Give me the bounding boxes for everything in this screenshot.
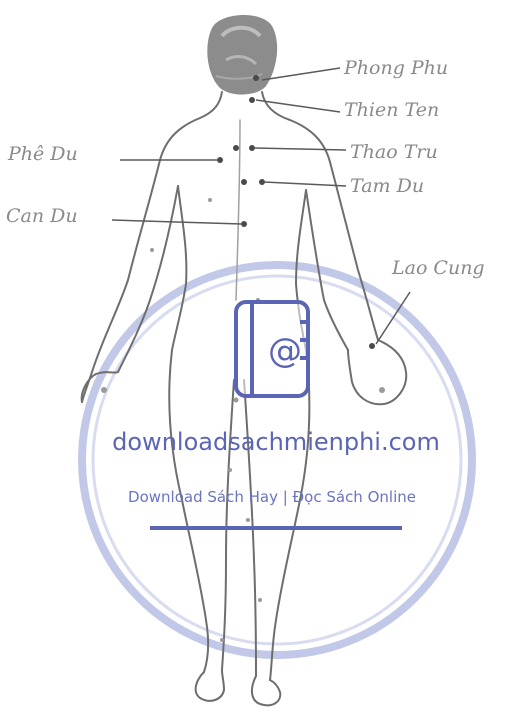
label-thao-tru: Thao Tru — [350, 141, 438, 163]
label-lao-cung: Lao Cung — [391, 257, 485, 279]
label-tam-du: Tam Du — [350, 175, 424, 197]
label-phong-phu: Phong Phu — [343, 57, 448, 79]
point-thien-ten — [249, 97, 255, 103]
watermark-rule — [150, 526, 402, 530]
watermark-tagline: Download Sách Hay | Đọc Sách Online — [128, 488, 416, 506]
label-thien-ten: Thien Ten — [344, 99, 439, 121]
head — [207, 15, 277, 95]
point-tam-du — [241, 179, 247, 185]
watermark-site: downloadsachmienphi.com — [112, 428, 440, 456]
point-thao-tru — [233, 145, 239, 151]
label-can-du: Can Du — [6, 205, 78, 227]
point-lao-cung — [369, 343, 375, 349]
point-phong-phu — [253, 75, 259, 81]
book-at-icon: @ — [236, 302, 310, 396]
label-phe-du: Phê Du — [7, 143, 78, 165]
svg-text:@: @ — [268, 331, 302, 371]
